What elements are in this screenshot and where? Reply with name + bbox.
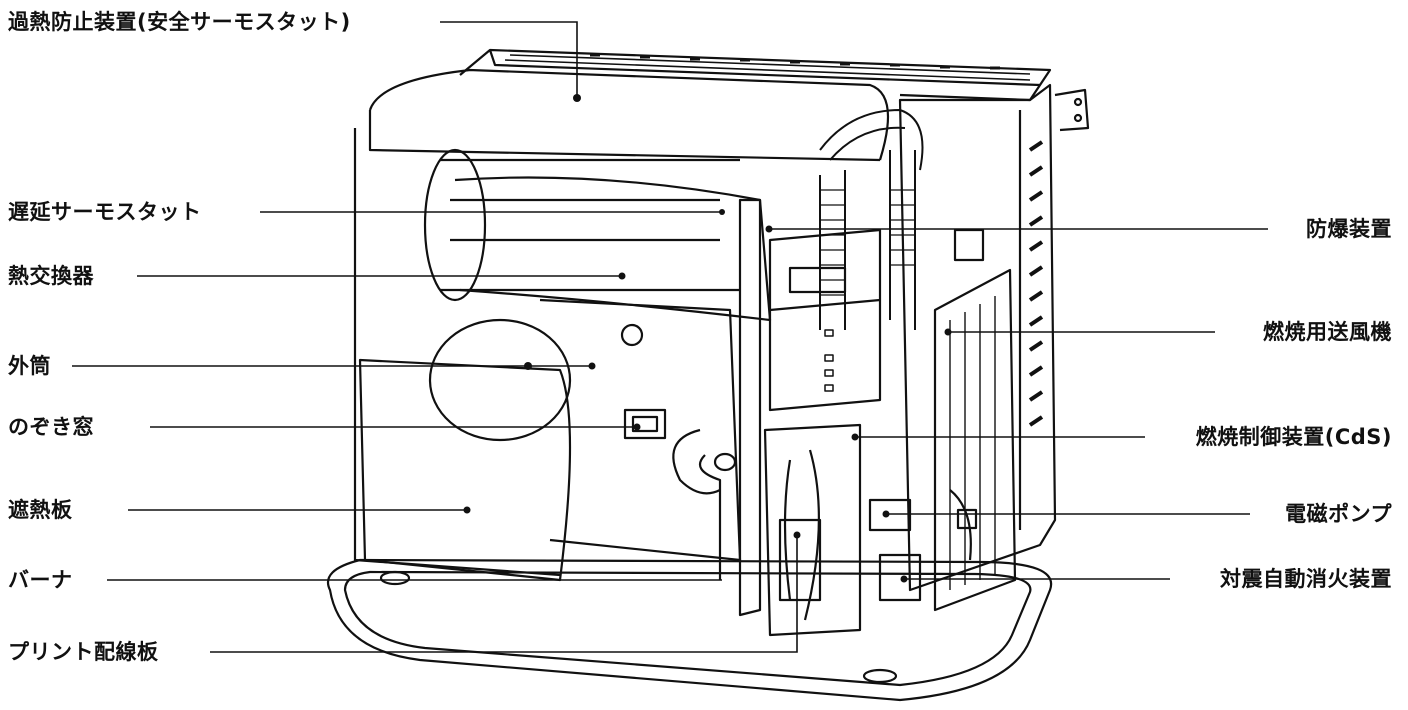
label-explosion-proof: 防爆装置 [1304, 216, 1394, 242]
label-heat-exchanger: 熱交換器 [6, 263, 96, 289]
control-box [768, 228, 882, 412]
cabinet-left [353, 128, 561, 577]
drum-end [423, 148, 487, 302]
label-seismic-extinguisher: 対震自動消火装置 [1218, 566, 1394, 592]
leader-overheat [440, 21, 578, 98]
side-panel [898, 83, 1057, 592]
heat-shield-panel [358, 358, 572, 582]
leader-pcb [210, 535, 798, 653]
label-heat-shield: 遮熱板 [6, 497, 75, 523]
label-combustion-fan: 燃焼用送風機 [1261, 319, 1394, 345]
label-burner: バーナ [6, 567, 75, 593]
label-pcb: プリント配線板 [6, 639, 161, 665]
label-overheat-protection: 過熱防止装置(安全サーモスタット) [6, 9, 353, 35]
label-outer-cylinder: 外筒 [6, 353, 53, 379]
label-combustion-control: 燃焼制御装置(CdS) [1193, 424, 1394, 450]
label-peep-window: のぞき窓 [6, 414, 96, 440]
label-delay-thermostat: 遅延サーモスタット [6, 199, 204, 225]
label-solenoid-pump: 電磁ポンプ [1283, 501, 1394, 527]
top-lid [459, 48, 1052, 102]
